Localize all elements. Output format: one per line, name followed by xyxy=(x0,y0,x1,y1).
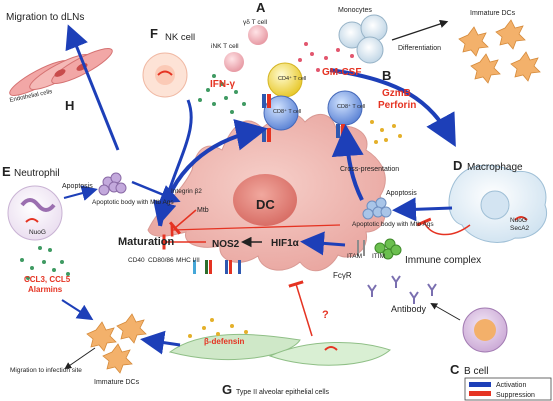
gzmb-label: GzmB xyxy=(382,88,411,99)
legend-activation-label: Activation xyxy=(496,382,526,389)
panel-f: F xyxy=(150,26,158,41)
immune-complex-icon xyxy=(374,238,402,260)
panel-c: C xyxy=(450,362,460,377)
panel-b: B xyxy=(382,68,391,83)
nos2-label: NOS2 xyxy=(212,239,240,250)
nuog-left-label: NuoG xyxy=(29,229,46,236)
inkt-cell xyxy=(224,52,244,72)
immature-dcs-bottom xyxy=(86,313,147,374)
dc-label: DC xyxy=(256,197,275,212)
gd-t-cell xyxy=(248,25,268,45)
cd8-right-label: CD8⁺ T cell xyxy=(337,103,365,110)
hif1a-label: HIF1α xyxy=(271,238,300,249)
bcell-to-antibody-arrow xyxy=(430,303,461,321)
legend-suppression-label: Suppression xyxy=(496,392,535,399)
b-cell-label: B cell xyxy=(464,366,488,377)
bdefensin-label: β-defensin xyxy=(204,337,245,346)
ifn-gamma-label: IFN-γ xyxy=(210,79,235,90)
maturation-label: Maturation xyxy=(118,236,175,248)
immune-complex-label: Immune complex xyxy=(405,255,481,266)
endothelial-cells xyxy=(9,48,113,96)
apoptosis-left-label: Apoptosis xyxy=(62,183,93,190)
legend-activation-swatch xyxy=(469,382,491,387)
cross-presentation-label: Cross-presentation xyxy=(340,166,399,173)
panel-d: D xyxy=(453,158,462,173)
apoptotic-body-left xyxy=(98,172,127,196)
itim-label: ITIM xyxy=(372,253,385,260)
gmcsf-to-macrophage-arrow xyxy=(329,68,456,148)
cd8-left-label: CD8⁺ T cell xyxy=(273,108,301,115)
question-mark: ? xyxy=(322,309,329,321)
immature-dcs-top-label: Immature DCs xyxy=(470,10,516,17)
differentiation-arrow xyxy=(391,19,449,41)
perforin-label: Perforin xyxy=(378,100,416,111)
bdefensin-arrow xyxy=(140,330,181,355)
nk-cell-label: NK cell xyxy=(165,32,195,43)
dc-nucleus xyxy=(233,174,297,226)
mtb-suppression xyxy=(168,209,197,235)
type2-label: Type II alveolar epithelial cells xyxy=(236,389,329,396)
itam-label: ITAM xyxy=(347,253,362,260)
immature-dcs-bottom-label: Immature DCs xyxy=(94,379,140,386)
differentiation-label: Differentiation xyxy=(398,45,441,52)
immature-dcs-top xyxy=(458,19,541,84)
antibody-label: Antibody xyxy=(391,304,427,314)
chemokine-arrow xyxy=(61,299,94,321)
panel-h: H xyxy=(65,98,74,113)
apoptosis-left-arrow xyxy=(63,185,98,201)
apoptotic-body-right xyxy=(362,197,392,220)
gmcsf-label: GM-CSF xyxy=(322,67,361,78)
cytokine-dots xyxy=(198,74,246,114)
neutrophil-cell xyxy=(7,185,63,241)
nuog-right-label: NuoG xyxy=(510,217,527,224)
integrin-label: Integrin β2 xyxy=(171,188,202,195)
migration-dlns-arrow xyxy=(65,24,120,151)
cd40-label: CD40 xyxy=(128,257,145,264)
surface-markers xyxy=(193,260,241,274)
epithelial-cell-right xyxy=(268,342,391,366)
fc-to-maturation xyxy=(170,223,341,237)
seca2-label: SecA2 xyxy=(510,225,530,232)
panel-e: E xyxy=(2,164,11,179)
cd8086-label: CD80/86 xyxy=(148,257,174,264)
neutrophil-label: Neutrophil xyxy=(14,168,60,179)
epithelial-cell-left xyxy=(168,333,301,361)
legend: Activation Suppression xyxy=(464,377,552,401)
panel-g: G xyxy=(222,382,232,397)
mtb-label: Mtb xyxy=(197,207,209,214)
migration-infection-arrow xyxy=(64,347,96,370)
cd8-t-cell-left xyxy=(263,95,299,131)
migration-infection-label: Migration to infection site xyxy=(10,367,82,374)
alarmins-label: Alarmins xyxy=(28,285,63,294)
cross-presentation-arrow xyxy=(331,124,364,201)
ccl-label: CCL3, CCL5 xyxy=(24,275,71,284)
macrophage-label: Macrophage xyxy=(467,162,523,173)
epithelial-to-dc-suppression xyxy=(288,280,313,337)
gd-t-label: γδ T cell xyxy=(243,19,268,26)
inkt-label: iNK T cell xyxy=(211,43,239,50)
ifn-to-dc-arrow xyxy=(153,99,193,226)
apoptosis-right-arrow xyxy=(392,197,453,222)
monocytes-label: Monocytes xyxy=(338,7,372,14)
nuog-suppression-right xyxy=(416,217,471,236)
antibody-icons xyxy=(367,275,437,304)
panel-a: A xyxy=(256,0,266,15)
mhc-label: MHC I/II xyxy=(176,257,200,264)
fcgr-label: FcγR xyxy=(333,271,352,280)
legend-suppression-swatch xyxy=(469,391,491,396)
cd4-label: CD4⁺ T cell xyxy=(278,75,306,82)
apoptotic-body-left-label: Apoptotic body with Mtb Ags xyxy=(92,199,174,206)
fc-receptors xyxy=(357,240,365,256)
apoptotic-body-right-label: Apoptotic body with Mtb Ags xyxy=(352,221,434,228)
immune-complex-to-hif xyxy=(300,231,346,256)
apoptosis-right-label: Apoptosis xyxy=(386,190,417,197)
migration-dlns-label: Migration to dLNs xyxy=(6,12,84,23)
